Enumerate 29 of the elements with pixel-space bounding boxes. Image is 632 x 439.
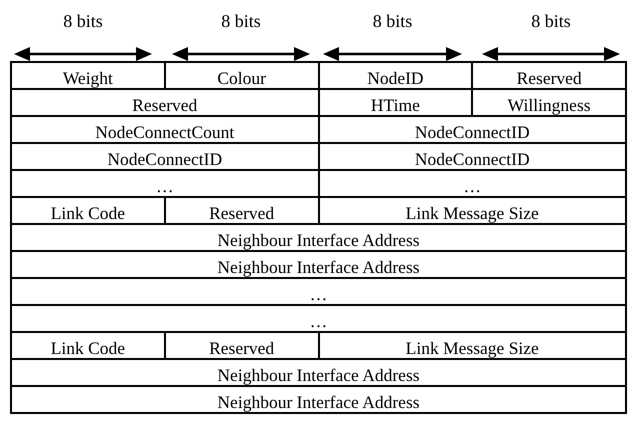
field-cell: Neighbour Interface Address — [11, 224, 626, 251]
field-cell: Reserved — [164, 332, 318, 359]
field-cell: Link Code — [11, 332, 165, 359]
field-cell: Reserved — [164, 197, 318, 224]
field-cell: NodeConnectID — [11, 143, 318, 170]
field-cell: Weight — [11, 62, 165, 89]
field-cell: … — [11, 305, 626, 332]
field-cell: … — [318, 170, 626, 197]
field-cell: Reserved — [472, 62, 626, 89]
field-cell: Colour — [164, 62, 318, 89]
field-cell: Neighbour Interface Address — [11, 251, 626, 278]
field-cell: Neighbour Interface Address — [11, 386, 626, 413]
bit-width-label: 8 bits — [62, 10, 104, 32]
field-cell: NodeConnectCount — [11, 116, 318, 143]
field-cell: … — [11, 170, 318, 197]
field-cell: Reserved — [11, 89, 318, 116]
field-cell: NodeID — [318, 62, 472, 89]
field-cell: Link Code — [11, 197, 165, 224]
field-cell: … — [11, 278, 626, 305]
field-cell: Link Message Size — [318, 332, 626, 359]
field-cell: Neighbour Interface Address — [11, 359, 626, 386]
field-cell: Willingness — [472, 89, 626, 116]
bit-width-label: 8 bits — [530, 10, 572, 32]
field-cell: NodeConnectID — [318, 116, 626, 143]
field-cell: NodeConnectID — [318, 143, 626, 170]
bit-width-label: 8 bits — [220, 10, 262, 32]
field-cell: HTime — [318, 89, 472, 116]
bit-width-label: 8 bits — [372, 10, 414, 32]
field-cell: Link Message Size — [318, 197, 626, 224]
